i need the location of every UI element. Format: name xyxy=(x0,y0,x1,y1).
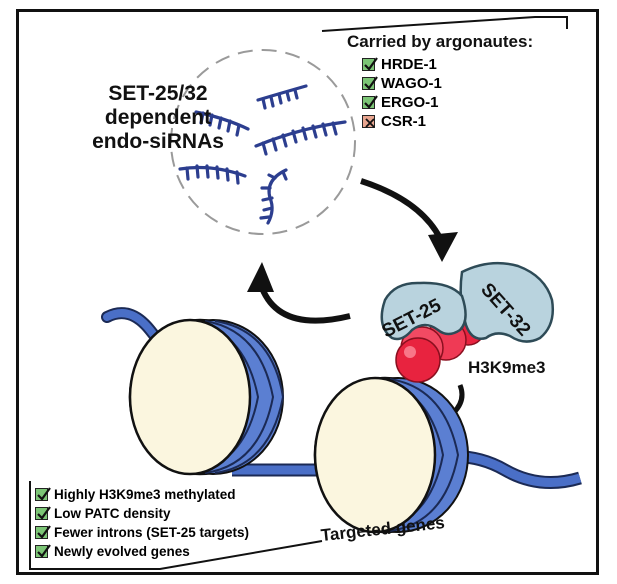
sirna-label-line1: SET-25/32 xyxy=(108,82,208,105)
set25-enzyme: SET-25 xyxy=(379,281,467,342)
check-mark-icon xyxy=(362,95,378,109)
sirna-label-line3: endo-siRNAs xyxy=(92,130,224,153)
feature-list: Highly H3K9me3 methylated Low PATC densi… xyxy=(35,485,249,561)
nucleosome-right xyxy=(313,376,469,534)
check-mark-icon xyxy=(35,487,51,501)
sirna-strands xyxy=(178,84,347,225)
argonaute-label: HRDE-1 xyxy=(381,56,437,73)
feature-label: Newly evolved genes xyxy=(54,544,190,559)
list-item: CSR-1 xyxy=(362,112,442,131)
sirna-label: SET-25/32 dependent endo-siRNAs xyxy=(78,82,238,154)
arrow-up-head xyxy=(247,262,274,292)
list-item: Low PATC density xyxy=(35,504,249,523)
check-mark-icon xyxy=(362,57,378,71)
set32-enzyme: SET-32 xyxy=(459,261,554,343)
nucleosome-left xyxy=(128,318,285,476)
cycle-arrows xyxy=(247,178,458,324)
argonaute-label: ERGO-1 xyxy=(381,94,439,111)
argonaute-label: CSR-1 xyxy=(381,113,427,130)
feature-label: Fewer introns (SET-25 targets) xyxy=(54,525,250,540)
list-item: Newly evolved genes xyxy=(35,542,249,561)
check-mark-icon xyxy=(35,544,51,558)
sirna-strand-2 xyxy=(194,110,250,137)
argonaute-list: HRDE-1 WAGO-1 ERGO-1 CSR-1 xyxy=(362,55,442,131)
sirna-label-line2: dependent xyxy=(104,106,212,129)
check-mark-icon xyxy=(35,525,51,539)
sirna-pool-circle xyxy=(170,49,356,235)
sirna-strand-4 xyxy=(178,164,247,185)
callout-line xyxy=(321,16,568,32)
argonautes-title: Carried by argonautes: xyxy=(347,32,534,51)
h3k9me3-label: H3K9me3 xyxy=(468,358,546,377)
methyl-ball xyxy=(395,337,441,383)
check-mark-icon xyxy=(35,506,51,520)
feature-label: Highly H3K9me3 methylated xyxy=(54,487,236,502)
list-item: Highly H3K9me3 methylated xyxy=(35,485,249,504)
sirna-strand-3 xyxy=(254,120,347,156)
list-item: Fewer introns (SET-25 targets) xyxy=(35,523,249,542)
feature-label: Low PATC density xyxy=(54,506,171,521)
arrow-down xyxy=(360,178,443,240)
list-item: HRDE-1 xyxy=(362,55,442,74)
cross-mark-icon xyxy=(362,115,375,128)
sirna-strand-1 xyxy=(256,84,308,110)
argonaute-label: WAGO-1 xyxy=(381,75,442,92)
check-mark-icon xyxy=(362,76,378,90)
list-item: ERGO-1 xyxy=(362,93,442,112)
arrow-down-head xyxy=(428,232,458,262)
list-item: WAGO-1 xyxy=(362,74,442,93)
sirna-strand-5 xyxy=(259,168,288,225)
arrow-up xyxy=(259,286,351,324)
